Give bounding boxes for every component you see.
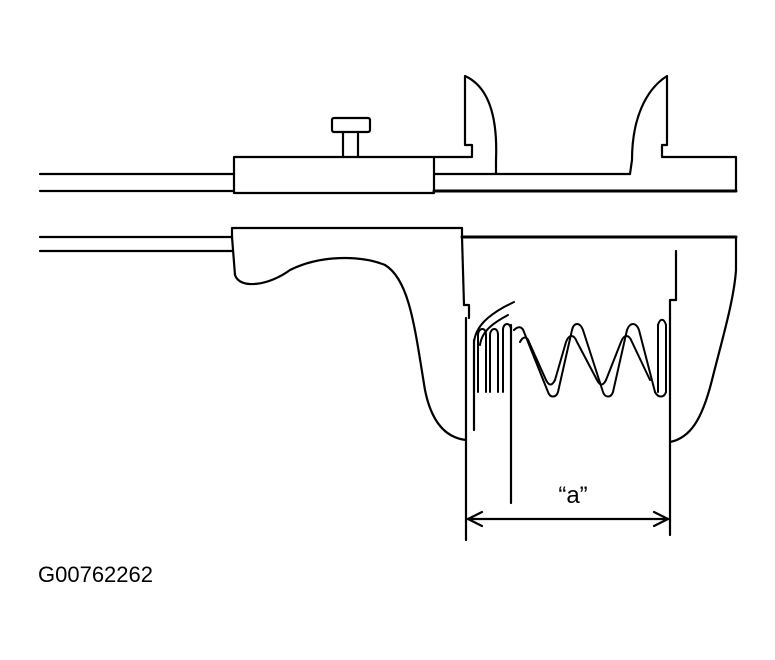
dimension-arrow: [466, 510, 670, 528]
caliper-movable-lower-jaw: [668, 235, 738, 444]
compression-spring: [473, 301, 667, 398]
figure-code: G00762262: [38, 562, 153, 587]
caliper-slider: [232, 116, 436, 195]
caliper-inside-jaws: [432, 74, 738, 193]
caliper-main-beam: [38, 172, 738, 253]
caliper-fixed-lower-jaw: [230, 226, 471, 442]
dimension-label-a: “a”: [558, 482, 588, 509]
measurement-reference-lines: [464, 316, 672, 542]
